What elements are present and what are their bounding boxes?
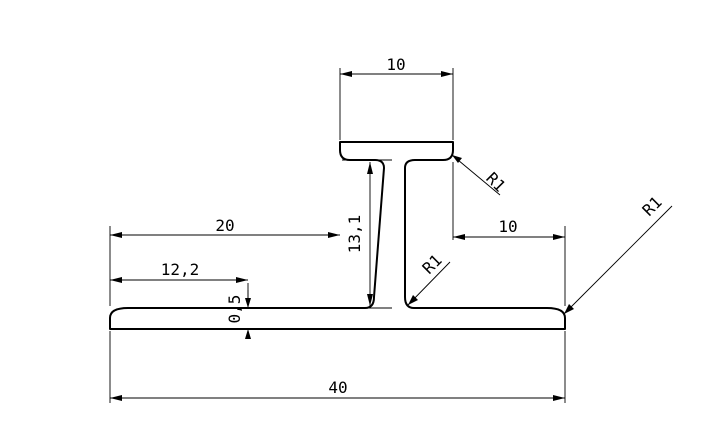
- leader-base-r: [563, 205, 673, 315]
- label-base-radius: R1: [639, 193, 666, 220]
- leader-flange-r: [451, 154, 501, 196]
- base-plate: [109, 141, 566, 330]
- label-flange-radius: R1: [482, 169, 509, 196]
- dim-right-length: 10: [498, 217, 517, 236]
- dimension-lines: [110, 73, 673, 399]
- dim-top-width: 10: [386, 55, 405, 74]
- dim-total-width: 40: [328, 378, 347, 397]
- extension-lines: [109, 68, 566, 403]
- label-web-radius: R1: [419, 251, 446, 278]
- dim-thickness: 0,5: [225, 295, 244, 324]
- arrowheads: [110, 71, 574, 401]
- dim-web-height: 13,1: [345, 215, 364, 254]
- dim-left-length: 20: [215, 216, 234, 235]
- dim-left-offset: 12,2: [161, 260, 200, 279]
- profile-outline: [109, 141, 566, 330]
